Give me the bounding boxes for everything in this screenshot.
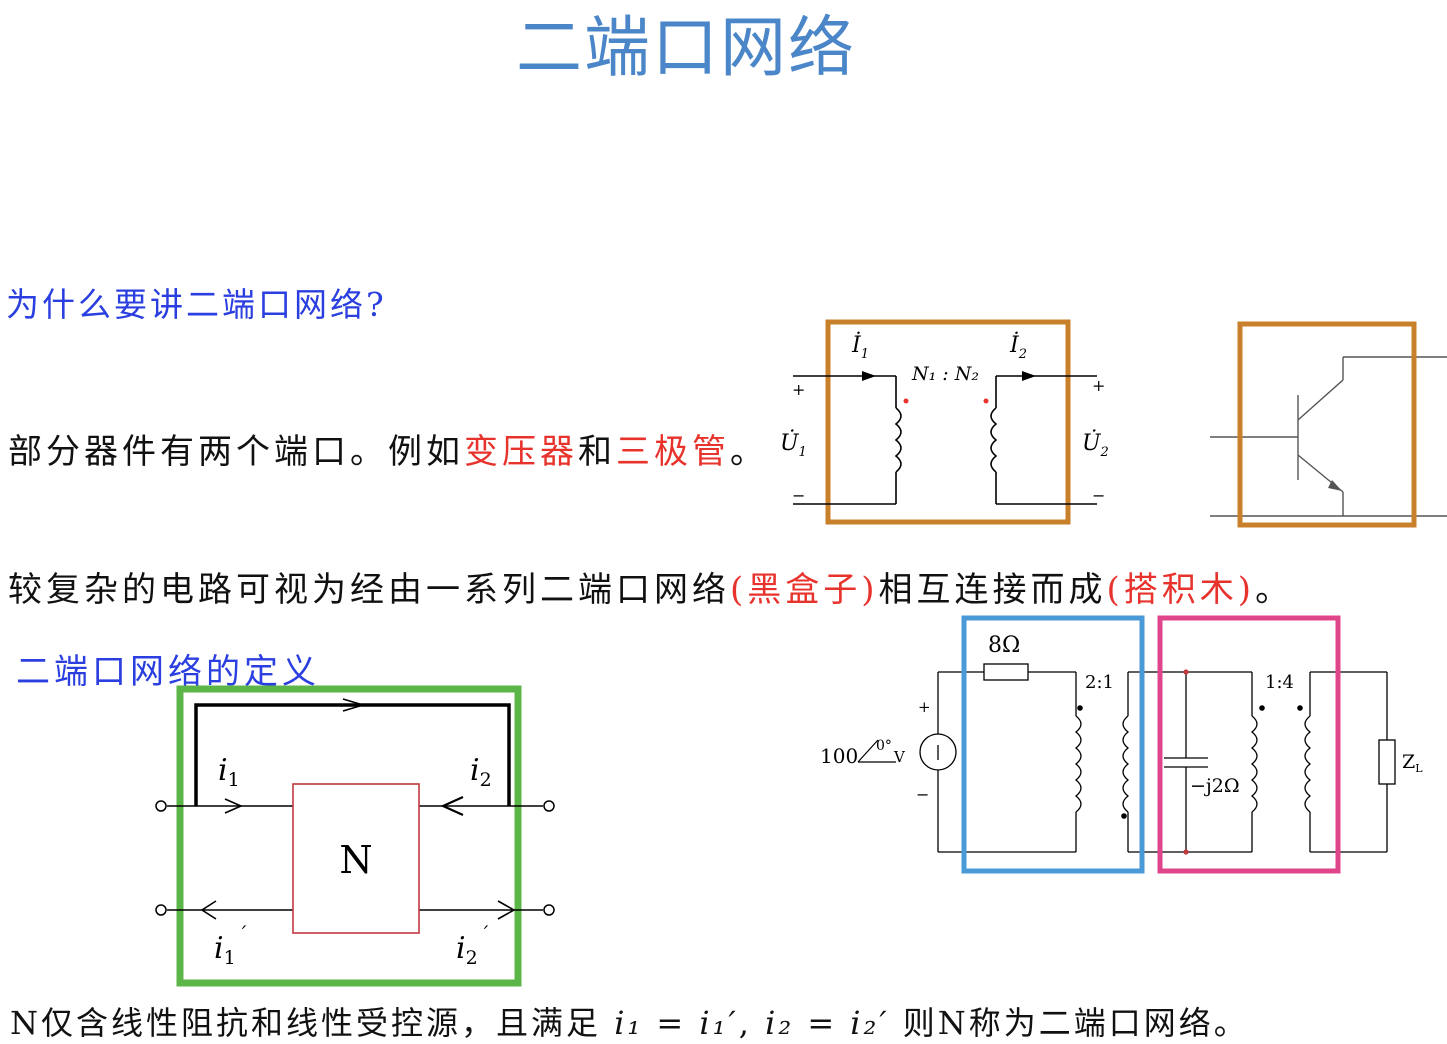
label-plus-left: + bbox=[792, 380, 805, 399]
label-plus-right: + bbox=[1092, 376, 1105, 395]
text-triode: 三极管 bbox=[616, 432, 730, 472]
network-box bbox=[292, 783, 420, 934]
label-i1: i1 bbox=[218, 753, 240, 791]
text-complex-prefix: 较复杂的电路可视为经由一系列二端口网络 bbox=[8, 570, 730, 610]
transformer-diagram: İ1 İ2 N₁ : N₂ U̇1 U̇2 + − + − bbox=[780, 319, 1109, 525]
label-source-minus: − bbox=[916, 785, 929, 804]
triode-diagram bbox=[1210, 321, 1447, 528]
node-top bbox=[1183, 669, 1189, 675]
arrow-i2-prime bbox=[497, 900, 516, 920]
paragraph-ports: 部分器件有两个端口。例如变压器和三极管。 bbox=[8, 424, 768, 473]
dot-t2-secondary bbox=[1297, 705, 1303, 711]
frame-network bbox=[176, 685, 522, 987]
frame-second-stage bbox=[1157, 615, 1341, 874]
dot-secondary bbox=[983, 398, 989, 404]
text-period: 。 bbox=[730, 432, 768, 472]
phasor-angle-line bbox=[857, 739, 879, 763]
text-complex-end: 。 bbox=[1255, 570, 1294, 610]
label-i2: i2 bbox=[470, 753, 492, 791]
page-title: 二端口网络 bbox=[516, 9, 856, 86]
terminal-2 bbox=[543, 800, 555, 812]
frame-triode bbox=[1237, 321, 1417, 528]
label-minus-right: − bbox=[1092, 486, 1105, 505]
text-ports-prefix: 部分器件有两个端口。例如 bbox=[8, 432, 464, 472]
dot-t1-primary bbox=[1077, 705, 1083, 711]
label-i2-prime: i2′ bbox=[456, 921, 489, 969]
text-blocks: (搭积木) bbox=[1106, 570, 1256, 610]
dot-t1-secondary bbox=[1121, 813, 1127, 819]
label-source: 100 bbox=[820, 744, 858, 768]
label-resistor: 8Ω bbox=[988, 633, 1020, 658]
label-ratio-2: 1:4 bbox=[1265, 672, 1294, 693]
paragraph-definition: N仅含线性阻抗和线性受控源，且满足 i₁ = i₁′, i₂ = i₂′ 则N称… bbox=[10, 998, 1249, 1044]
text-definition-prefix: N仅含线性阻抗和线性受控源，且满足 bbox=[10, 1004, 602, 1042]
arrow-i2 bbox=[1022, 371, 1036, 381]
label-source-unit: V bbox=[893, 748, 906, 766]
text-separator: , bbox=[738, 1004, 752, 1042]
frame-transformer bbox=[825, 319, 1071, 525]
text-black-box: (黑盒子) bbox=[730, 570, 879, 610]
label-source-angle: 0° bbox=[876, 738, 892, 754]
section-question: 为什么要讲二端口网络? bbox=[6, 285, 387, 324]
emitter-arrow bbox=[1328, 480, 1342, 491]
section-definition: 二端口网络的定义 bbox=[16, 652, 320, 692]
text-definition-suffix: 则N称为二端口网络。 bbox=[902, 1004, 1249, 1042]
label-ratio-1: 2:1 bbox=[1085, 672, 1114, 693]
formula-current-1: i₁ = i₁′ bbox=[614, 1004, 739, 1042]
label-i1: İ1 bbox=[851, 331, 869, 362]
label-minus-left: − bbox=[792, 486, 805, 505]
label-i2: İ2 bbox=[1009, 331, 1027, 362]
paragraph-complex: 较复杂的电路可视为经由一系列二端口网络(黑盒子)相互连接而成(搭积木)。 bbox=[8, 562, 1293, 611]
formula-current-2: i₂ = i₂′ bbox=[765, 1004, 890, 1042]
label-i1-prime: i1′ bbox=[214, 921, 247, 969]
arrow-i1 bbox=[862, 371, 876, 381]
arrow-i2 bbox=[440, 795, 464, 817]
two-port-network-diagram: N i1 i2 i1′ i2′ bbox=[155, 685, 555, 987]
label-load: ZL bbox=[1402, 751, 1423, 775]
arrow-i1-prime bbox=[200, 900, 217, 920]
network-label: N bbox=[339, 838, 372, 882]
label-turns-ratio: N₁ : N₂ bbox=[911, 363, 979, 385]
text-transformer: 变压器 bbox=[464, 432, 578, 472]
frame-first-stage bbox=[961, 615, 1145, 874]
terminal-1-prime bbox=[155, 904, 167, 916]
text-complex-middle: 相互连接而成 bbox=[878, 570, 1107, 610]
label-source-plus: + bbox=[918, 698, 931, 716]
terminal-2-prime bbox=[543, 904, 555, 916]
arrow-top bbox=[342, 698, 366, 712]
arrow-i1 bbox=[224, 798, 243, 814]
label-u2: U̇2 bbox=[1082, 430, 1109, 460]
terminal-1 bbox=[155, 800, 167, 812]
text-and: 和 bbox=[578, 432, 616, 472]
dot-t2-primary bbox=[1259, 705, 1265, 711]
label-u1: U̇1 bbox=[780, 430, 807, 460]
node-bottom bbox=[1183, 849, 1189, 855]
dot-primary bbox=[903, 398, 909, 404]
cascade-circuit-diagram: 8Ω 2:1 1:4 + − 100 0° V −j2Ω ZL bbox=[820, 615, 1423, 874]
label-capacitor: −j2Ω bbox=[1190, 775, 1240, 797]
